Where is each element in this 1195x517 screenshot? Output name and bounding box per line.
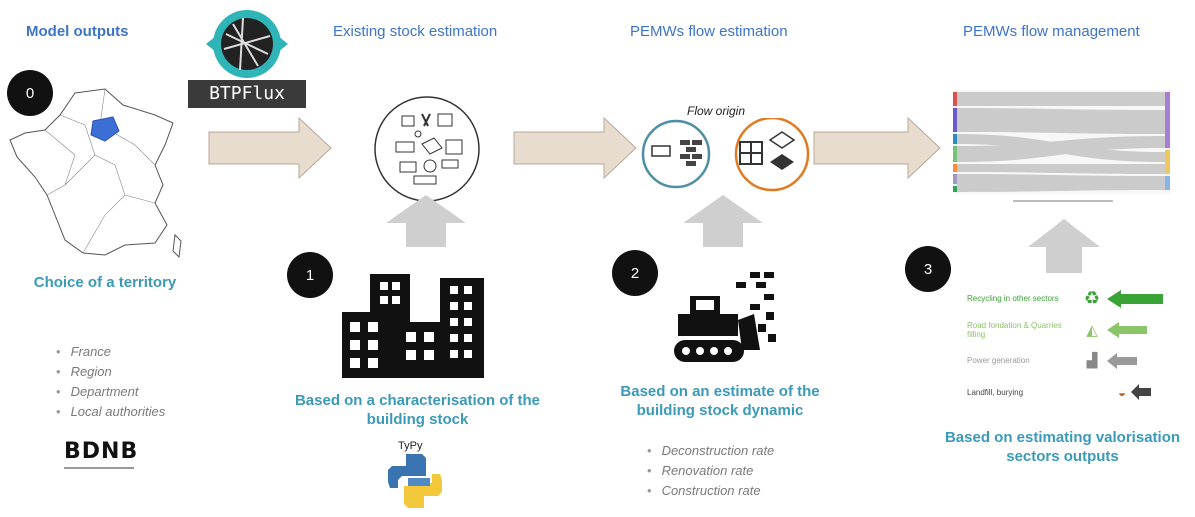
flow-rate-item: Construction rate xyxy=(647,481,774,501)
step-2-badge: 2 xyxy=(612,250,658,296)
flow-caption: Based on an estimate of the building sto… xyxy=(620,383,820,419)
management-caption: Based on estimating valorisation sectors… xyxy=(944,429,1181,465)
header-flow-estimation: PEMWs flow estimation xyxy=(630,23,788,40)
sector-label: Landfill, burying xyxy=(967,387,1024,397)
step-1-badge: 1 xyxy=(287,252,333,298)
materials-circle-icon xyxy=(374,96,480,202)
arrow-left-icon xyxy=(1107,352,1137,369)
arrow-left-icon xyxy=(1107,322,1147,338)
header-existing-stock: Existing stock estimation xyxy=(333,23,498,40)
road-icon: ◭ xyxy=(1086,322,1098,339)
sector-row: Recycling in other sectors ♻ xyxy=(967,288,1165,309)
buildings-icon xyxy=(342,274,484,378)
arrow-left-icon xyxy=(1131,384,1151,400)
btpflux-label: BTPFlux xyxy=(188,80,306,108)
typy-label: TyPy xyxy=(398,440,423,452)
flow-rate-item: Renovation rate xyxy=(647,461,774,481)
arrow-left-icon xyxy=(1107,289,1163,308)
territory-list: France Region Department Local authoriti… xyxy=(56,342,166,422)
flow-rate-list: Deconstruction rate Renovation rate Cons… xyxy=(647,441,775,501)
arrow-up-icon xyxy=(1028,219,1100,273)
sector-row: Road fondation & Quarries filling ◭ xyxy=(967,321,1165,339)
sector-label: Recycling in other sectors xyxy=(967,294,1059,303)
flow-origin-circles-icon xyxy=(641,118,810,192)
python-logo-icon xyxy=(388,454,442,508)
territory-title: Choice of a territory xyxy=(33,274,177,291)
territory-item: Local authorities xyxy=(56,402,166,422)
arrow-up-icon xyxy=(386,195,466,247)
recycle-icon: ♻ xyxy=(1083,288,1101,308)
stock-caption: Based on a characterisation of the build… xyxy=(294,392,541,428)
arrow-right-icon xyxy=(513,116,637,180)
sankey-diagram xyxy=(953,90,1171,202)
power-plant-icon: ▟ xyxy=(1086,352,1098,368)
header-model-outputs: Model outputs xyxy=(26,23,129,40)
arrow-right-icon xyxy=(813,116,941,180)
btpflux-logo: BTPFlux xyxy=(188,4,306,110)
sector-label: Power generation xyxy=(967,356,1030,365)
arrow-right-icon xyxy=(208,116,332,180)
step-3-badge: 3 xyxy=(905,246,951,292)
territory-item: Region xyxy=(56,362,165,382)
btpflux-map-icon xyxy=(206,10,288,78)
flow-origin-label: Flow origin xyxy=(687,104,746,118)
sector-label: Road fondation & Quarries filling xyxy=(967,321,1062,339)
sector-row: Landfill, burying ◒ xyxy=(967,384,1165,400)
territory-item: France xyxy=(56,342,165,362)
bdnb-label: BDNB xyxy=(64,439,139,464)
arrow-up-icon xyxy=(683,195,763,247)
bdnb-logo: BDNB xyxy=(64,440,144,472)
france-map-icon xyxy=(9,88,182,259)
sector-row: Power generation ▟ xyxy=(967,352,1165,369)
flow-rate-item: Deconstruction rate xyxy=(647,441,775,461)
territory-item: Department xyxy=(56,382,165,402)
header-flow-management: PEMWs flow management xyxy=(963,23,1140,40)
step-0-badge: 0 xyxy=(7,70,53,116)
bulldozer-icon xyxy=(674,272,776,362)
landfill-icon: ◒ xyxy=(1118,384,1126,400)
